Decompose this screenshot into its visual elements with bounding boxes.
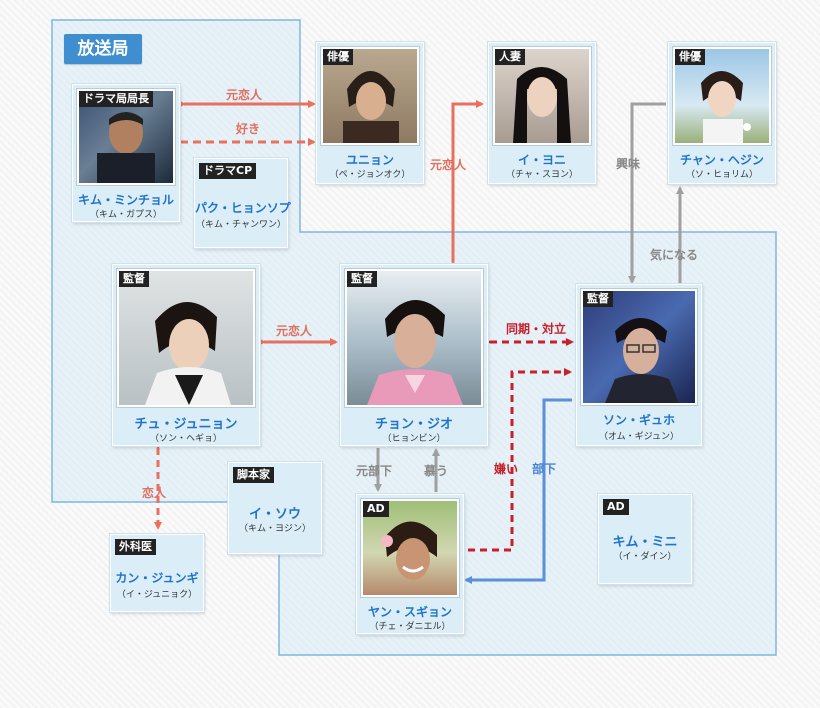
card-son-gyuho[interactable]: 監督 ソン・ギュホ （オム・ギジュン） (576, 284, 702, 446)
role-tag-yunion: 俳優 (323, 49, 353, 65)
card-chan-hejin[interactable]: 俳優 チャン・ヘジン （ソ・ヒョリム） (668, 42, 776, 184)
name-i-yoni: イ・ヨニ (517, 153, 566, 167)
actor-kim-minchol: （キム・ガプス） (89, 210, 162, 220)
label-colleague-rival: 同期・対立 (506, 322, 567, 336)
role-tag-son-gyuho: 監督 (583, 291, 613, 307)
label-ex-lover-kim-yunion: 元恋人 (226, 88, 263, 102)
name-yan-sugyon: ヤン・スギョン (367, 605, 452, 619)
card-i-sou[interactable]: 脚本家 イ・ソウ （キム・ヨジン） (228, 462, 322, 554)
card-kim-mini[interactable]: AD キム・ミニ （イ・ダイン） (598, 494, 692, 584)
label-former-subordinate: 元部下 (356, 464, 393, 478)
actor-kan-jungi: （イ・ジュニョク） (116, 590, 198, 600)
card-kim-minchol[interactable]: ドラマ局局長 キム・ミンチョル （キム・ガプス） (72, 84, 180, 222)
role-tag-chon-jio: 監督 (347, 271, 377, 287)
actor-i-sou: （キム・ヨジン） (238, 524, 311, 534)
card-chon-jio[interactable]: 監督 チョン・ジオ （ヒョンビン） (340, 264, 488, 446)
actor-yunion: （ペ・ジョンオク） (329, 170, 411, 180)
label-interest: 興味 (616, 157, 641, 171)
actor-chan-hejin: （ソ・ヒョリム） (685, 170, 758, 180)
label-ex-lover-chu-jio: 元恋人 (276, 324, 313, 338)
photo-son-gyuho (581, 289, 697, 405)
label-ex-lover-jio-yoni: 元恋人 (430, 158, 467, 172)
actor-kim-mini: （イ・ダイン） (613, 552, 677, 562)
actor-son-gyuho: （オム・ギジュン） (598, 432, 680, 442)
actor-i-yoni: （チャ・スヨン） (506, 170, 578, 180)
card-yunion[interactable]: 俳優 ユニョン （ペ・ジョンオク） (316, 42, 424, 184)
portrait-chu-junyon (145, 301, 231, 405)
role-tag-yan-sugyon: AD (363, 501, 389, 517)
actor-chu-junyon: （ソン・ヘギョ） (149, 434, 222, 444)
name-i-sou: イ・ソウ (248, 507, 301, 522)
photo-yan-sugyon (361, 499, 459, 597)
broadcast-station-label: 放送局 (64, 34, 142, 64)
portrait-yan-sugyon (381, 521, 437, 580)
name-paku-hyonsopu: パク・ヒョンソプ (195, 201, 291, 215)
role-tag-i-yoni: 人妻 (495, 49, 525, 65)
label-subordinate: 部下 (532, 462, 557, 476)
name-chu-junyon: チュ・ジュニョン (134, 417, 238, 432)
photo-chu-junyon (117, 269, 255, 407)
role-tag-chu-junyon: 監督 (119, 271, 149, 287)
role-tag-chan-hejin: 俳優 (675, 49, 705, 65)
card-kan-jungi[interactable]: 外科医 カン・ジュンギ （イ・ジュニョク） (110, 534, 204, 612)
role-tag-kim-mini: AD (603, 499, 629, 515)
portrait-chan-hejin (701, 71, 751, 143)
name-chon-jio: チョン・ジオ (374, 417, 453, 432)
role-tag-i-sou: 脚本家 (233, 467, 274, 483)
label-lover: 恋人 (142, 486, 167, 500)
role-tag-kim-minchol: ドラマ局局長 (79, 91, 153, 107)
card-i-yoni[interactable]: 人妻 イ・ヨニ （チャ・スヨン） (488, 42, 596, 184)
portrait-yunion (343, 71, 399, 143)
name-chan-hejin: チャン・ヘジン (680, 153, 764, 167)
card-paku-hyonsopu[interactable]: ドラマCP パク・ヒョンソプ （キム・チャンワン） (194, 158, 291, 248)
role-tag-kan-jungi: 外科医 (115, 539, 156, 555)
name-kim-mini: キム・ミニ (612, 535, 678, 550)
role-tag-paku-hyonsopu: ドラマCP (199, 163, 257, 179)
label-dislike: 嫌い (494, 462, 519, 476)
photo-chon-jio (345, 269, 483, 407)
card-yan-sugyon[interactable]: AD ヤン・スギョン （チェ・ダニエル） (356, 494, 464, 634)
actor-yan-sugyon: （チェ・ダニエル） (369, 622, 451, 632)
name-son-gyuho: ソン・ギュホ (602, 413, 675, 427)
name-yunion: ユニョン (345, 153, 394, 167)
label-likes: 好き (236, 122, 261, 136)
name-kim-minchol: キム・ミンチョル (77, 193, 174, 207)
label-curious: 気になる (650, 248, 699, 262)
portrait-i-yoni (513, 67, 571, 143)
actor-chon-jio: （ヒョンビン） (382, 434, 446, 444)
portrait-kim-minchol (97, 112, 155, 183)
portrait-son-gyuho (605, 318, 679, 403)
name-kan-jungi: カン・ジュンギ (115, 571, 199, 585)
card-chu-junyon[interactable]: 監督 チュ・ジュニョン （ソン・ヘギョ） (112, 264, 260, 446)
actor-paku-hyonsopu: （キム・チャンワン） (196, 220, 286, 230)
label-admire: 慕う (424, 464, 449, 478)
portrait-chon-jio (367, 299, 463, 405)
